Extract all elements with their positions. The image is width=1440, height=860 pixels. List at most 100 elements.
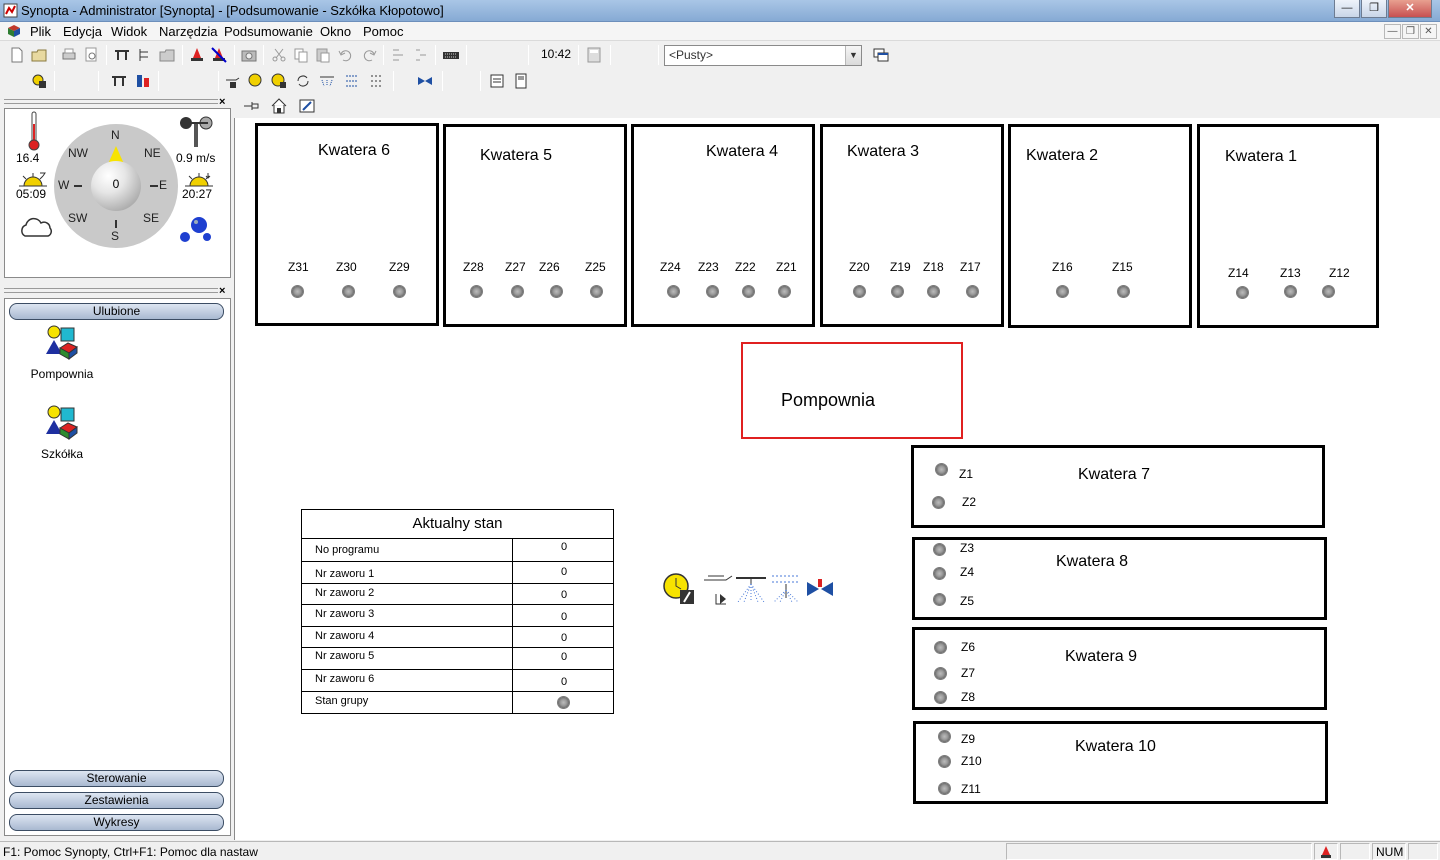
valve-indicator[interactable] — [667, 285, 680, 298]
valve-indicator[interactable] — [934, 667, 947, 680]
quarter-kwatera-10[interactable]: Kwatera 10 Z9 Z10 Z11 — [913, 721, 1328, 804]
valve-indicator[interactable] — [933, 543, 946, 556]
sprinkler-icon[interactable] — [734, 572, 768, 606]
undo-icon[interactable] — [337, 46, 355, 64]
valve-indicator[interactable] — [966, 285, 979, 298]
favorites-header-button[interactable]: Ulubione — [9, 303, 224, 320]
quarter-kwatera-3[interactable]: Kwatera 3 Z20 Z19 Z18 Z17 — [820, 124, 1004, 327]
close-button[interactable]: ✕ — [1388, 0, 1432, 18]
irrigation-icon[interactable] — [134, 72, 152, 90]
distribute-icon[interactable] — [412, 46, 430, 64]
alarm-icon[interactable] — [188, 46, 206, 64]
valve-indicator[interactable] — [291, 285, 304, 298]
valve-indicator[interactable] — [891, 285, 904, 298]
valve-indicator[interactable] — [1322, 285, 1335, 298]
folder-icon[interactable] — [158, 46, 176, 64]
valve-indicator[interactable] — [927, 285, 940, 298]
quarter-kwatera-5[interactable]: Kwatera 5 Z28 Z27 Z26 Z25 — [443, 124, 627, 327]
minimize-button[interactable]: — — [1334, 0, 1360, 18]
paste-icon[interactable] — [314, 46, 332, 64]
menu-pomoc[interactable]: Pomoc — [363, 24, 404, 39]
tree-icon[interactable] — [136, 46, 154, 64]
valve-indicator[interactable] — [933, 593, 946, 606]
menu-widok[interactable]: Widok — [111, 24, 148, 39]
edit-icon[interactable] — [298, 97, 316, 115]
sprinkler-icon[interactable] — [318, 72, 336, 90]
copy-icon[interactable] — [292, 46, 310, 64]
valve-indicator[interactable] — [550, 285, 563, 298]
quarter-kwatera-9[interactable]: Kwatera 9 Z6 Z7 Z8 — [912, 627, 1327, 710]
pump-station-box[interactable]: Pompownia — [741, 342, 963, 439]
redo-icon[interactable] — [360, 46, 378, 64]
sensors-icon[interactable] — [113, 46, 131, 64]
status-alarm-cell[interactable] — [1314, 843, 1338, 860]
document-icon[interactable] — [6, 24, 22, 38]
new-file-icon[interactable] — [8, 46, 26, 64]
valve-indicator[interactable] — [853, 285, 866, 298]
sterowanie-button[interactable]: Sterowanie — [9, 770, 224, 787]
quarter-kwatera-2[interactable]: Kwatera 2 Z16 Z15 — [1008, 124, 1192, 328]
menu-narzedzia[interactable]: Narzędzia — [159, 24, 218, 39]
mdi-minimize-button[interactable]: — — [1384, 24, 1401, 39]
valve-indicator[interactable] — [1117, 285, 1130, 298]
favorite-szkolka[interactable]: Szkółka — [17, 404, 107, 461]
manual-control-icon[interactable] — [224, 72, 242, 90]
valve-indicator[interactable] — [1284, 285, 1297, 298]
wykresy-button[interactable]: Wykresy — [9, 814, 224, 831]
chevron-down-icon[interactable]: ▼ — [845, 46, 861, 65]
camera-icon[interactable] — [240, 46, 258, 64]
report-icon[interactable] — [488, 72, 506, 90]
home-icon[interactable] — [270, 97, 288, 115]
weather-station-icon[interactable] — [30, 72, 48, 90]
ph-meter-icon[interactable] — [512, 72, 530, 90]
zestawienia-button[interactable]: Zestawienia — [9, 792, 224, 809]
favorite-pompownia[interactable]: Pompownia — [17, 324, 107, 381]
valve-indicator[interactable] — [938, 782, 951, 795]
mdi-restore-button[interactable]: ❐ — [1402, 24, 1419, 39]
valve-icon[interactable] — [806, 578, 834, 600]
menu-podsumowanie[interactable]: Podsumowanie — [224, 24, 313, 39]
valve-indicator[interactable] — [933, 567, 946, 580]
weather-panel-grip[interactable] — [4, 99, 218, 104]
valve-indicator[interactable] — [934, 691, 947, 704]
drip-icon[interactable] — [368, 72, 386, 90]
valve-indicator[interactable] — [393, 285, 406, 298]
valve-indicator[interactable] — [742, 285, 755, 298]
sensors-icon[interactable] — [110, 72, 128, 90]
valve-indicator[interactable] — [511, 285, 524, 298]
valve-indicator[interactable] — [470, 285, 483, 298]
menu-edycja[interactable]: Edycja — [63, 24, 103, 39]
close-icon[interactable]: × — [219, 96, 226, 108]
alarm-off-icon[interactable] — [210, 46, 228, 64]
valve-indicator[interactable] — [778, 285, 791, 298]
restore-button[interactable]: ❐ — [1361, 0, 1387, 18]
quarter-kwatera-7[interactable]: Kwatera 7 Z1 Z2 — [911, 445, 1325, 528]
program-clock-icon[interactable] — [662, 572, 698, 606]
manual-valve-icon[interactable] — [702, 572, 736, 606]
quarter-kwatera-4[interactable]: Kwatera 4 Z24 Z23 Z22 Z21 — [631, 124, 815, 327]
program-icon[interactable] — [247, 72, 265, 90]
quarter-kwatera-8[interactable]: Kwatera 8 Z3 Z4 Z5 — [912, 537, 1327, 620]
favorites-panel-grip[interactable] — [4, 288, 218, 293]
valve-indicator[interactable] — [1236, 286, 1249, 299]
cut-icon[interactable] — [270, 46, 288, 64]
valve-icon[interactable] — [416, 72, 434, 90]
mist-icon[interactable] — [343, 72, 361, 90]
cycle-icon[interactable] — [294, 72, 312, 90]
keyboard-icon[interactable] — [442, 46, 460, 64]
valve-indicator[interactable] — [934, 641, 947, 654]
valve-indicator[interactable] — [1056, 285, 1069, 298]
print-icon[interactable] — [60, 46, 78, 64]
align-icon[interactable] — [390, 46, 408, 64]
menu-plik[interactable]: Plik — [30, 24, 51, 39]
menu-okno[interactable]: Okno — [320, 24, 352, 39]
windows-icon[interactable] — [872, 46, 890, 64]
print-preview-icon[interactable] — [82, 46, 100, 64]
valve-indicator[interactable] — [938, 730, 951, 743]
valve-indicator[interactable] — [342, 285, 355, 298]
schedule-icon[interactable] — [270, 72, 288, 90]
view-selector[interactable]: <Pusty> ▼ — [664, 45, 862, 66]
valve-indicator[interactable] — [935, 463, 948, 476]
valve-indicator[interactable] — [706, 285, 719, 298]
quarter-kwatera-6[interactable]: Kwatera 6 Z31 Z30 Z29 — [255, 123, 439, 326]
